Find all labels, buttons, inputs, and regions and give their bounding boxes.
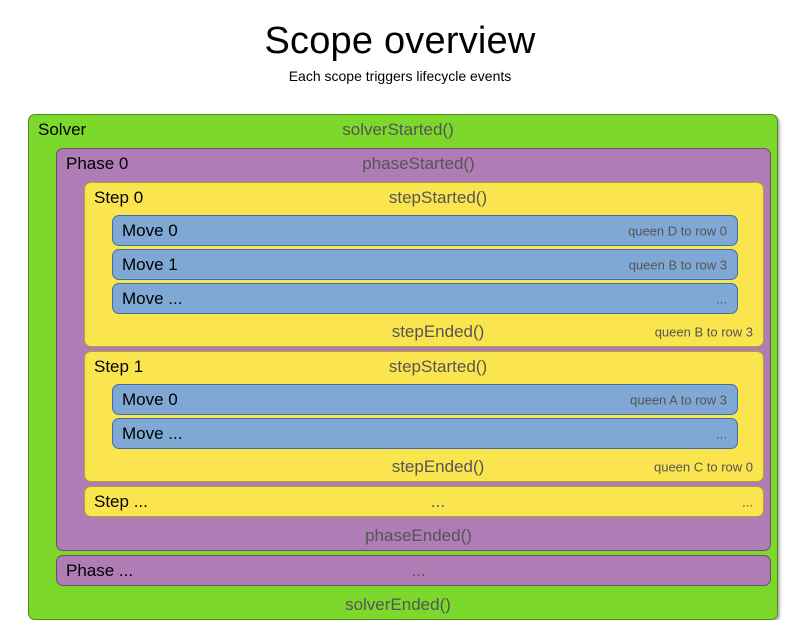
phase-ended-event: phaseEnded() — [365, 525, 472, 545]
phase-scope: Phase 0 phaseStarted() Step 0 stepStarte… — [56, 148, 771, 551]
move-detail: queen D to row 0 — [627, 223, 727, 238]
move-detail: ... — [716, 426, 727, 441]
solver-ended-event: solverEnded() — [345, 594, 451, 614]
phase-started-event: phaseStarted() — [362, 153, 475, 173]
move-detail: ... — [716, 291, 727, 306]
step-footer-row: stepEnded() queen C to row 0 — [85, 452, 763, 481]
step-started-event: stepStarted() — [388, 187, 488, 207]
move-row: Move 0 queen D to row 0 — [113, 216, 737, 245]
solver-scope: Solver solverStarted() Phase 0 phaseStar… — [28, 114, 778, 620]
phase-label: Phase 0 — [66, 153, 129, 173]
move-scope: Move 0 queen A to row 3 — [112, 384, 738, 415]
step-ellipsis-right: ... — [742, 494, 753, 509]
move-scope: Move 0 queen D to row 0 — [112, 215, 738, 246]
page-title: Scope overview — [264, 20, 536, 62]
move-scope: Move ... ... — [112, 283, 738, 314]
move-label: Move ... — [122, 423, 183, 443]
phase-footer-row: phaseEnded() — [57, 521, 770, 550]
step-ellipsis-center: ... — [430, 491, 446, 511]
phase-ellipsis-center: ... — [411, 560, 426, 580]
solver-started-event: solverStarted() — [342, 119, 454, 139]
phase-ellipsis-row: Phase ... ... — [57, 556, 770, 585]
move-label: Move ... — [122, 288, 183, 308]
step-label: Step 1 — [94, 356, 144, 376]
step-label: Step 0 — [94, 187, 144, 207]
solver-footer-row: solverEnded() — [29, 590, 777, 619]
step-header-row: Step 0 stepStarted() — [85, 183, 763, 212]
step-ellipsis-label: Step ... — [94, 491, 148, 511]
step-scope: Step 1 stepStarted() Move 0 queen A to r… — [84, 351, 764, 482]
move-scope: Move 1 queen B to row 3 — [112, 249, 738, 280]
scope-diagram: Solver solverStarted() Phase 0 phaseStar… — [28, 114, 778, 620]
move-label: Move 1 — [122, 254, 178, 274]
move-label: Move 0 — [122, 389, 178, 409]
move-row: Move 1 queen B to row 3 — [113, 250, 737, 279]
move-detail: queen A to row 3 — [630, 392, 727, 407]
move-detail: queen B to row 3 — [628, 257, 727, 272]
step-ended-detail: queen C to row 0 — [653, 459, 753, 474]
move-label: Move 0 — [122, 220, 178, 240]
move-row: Move 0 queen A to row 3 — [113, 385, 737, 414]
step-started-event: stepStarted() — [388, 356, 488, 376]
solver-header-row: Solver solverStarted() — [29, 115, 777, 144]
phase-ellipsis-scope: Phase ... ... — [56, 555, 771, 586]
step-footer-row: stepEnded() queen B to row 3 — [85, 317, 763, 346]
solver-label: Solver — [38, 119, 87, 139]
page-subtitle: Each scope triggers lifecycle events — [288, 67, 512, 84]
step-ended-detail: queen B to row 3 — [654, 324, 753, 339]
phase-header-row: Phase 0 phaseStarted() — [57, 149, 770, 178]
move-scope: Move ... ... — [112, 418, 738, 449]
move-row: Move ... ... — [113, 284, 737, 313]
phase-ellipsis-label: Phase ... — [66, 560, 134, 580]
header: Scope overview Each scope triggers lifec… — [0, 0, 800, 84]
step-scope: Step 0 stepStarted() Move 0 queen D to r… — [84, 182, 764, 347]
step-ellipsis-scope: Step ... ... ... — [84, 486, 764, 517]
step-ellipsis-row: Step ... ... ... — [85, 487, 763, 516]
move-row: Move ... ... — [113, 419, 737, 448]
step-header-row: Step 1 stepStarted() — [85, 352, 763, 381]
